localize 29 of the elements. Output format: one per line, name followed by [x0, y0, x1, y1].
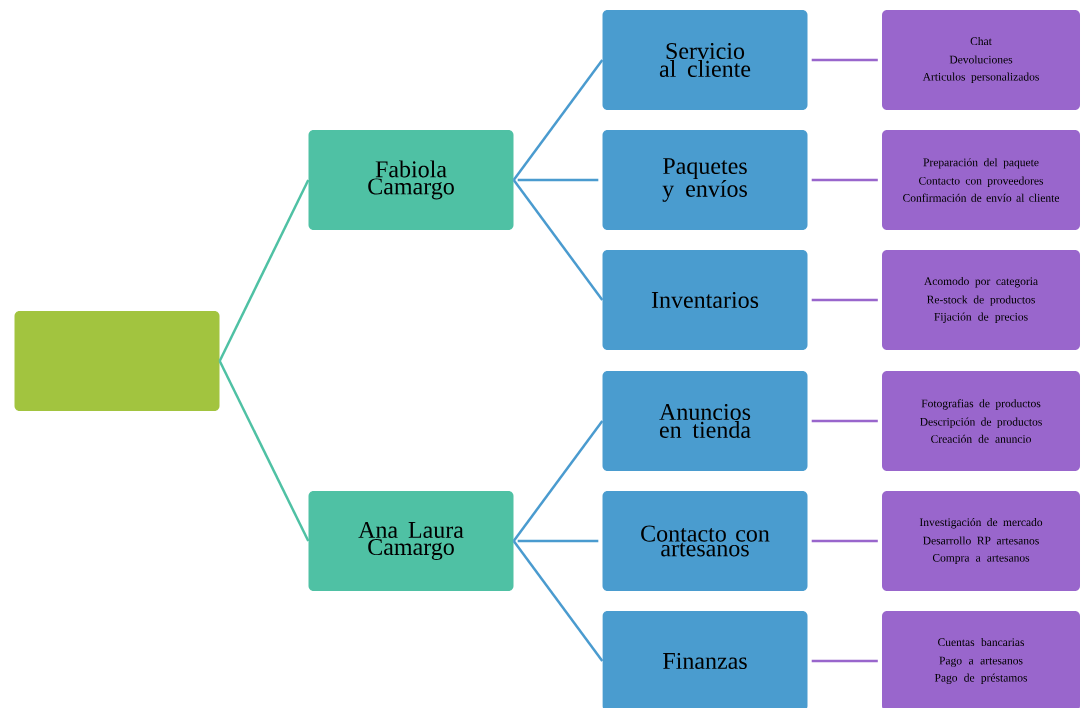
area-box: Servicio al cliente: [602, 10, 808, 110]
area-box: Contacto con artesanos: [602, 491, 808, 591]
task-box: Cuentas bancarias Pago a artesanos Pago de préstamos: [882, 611, 1080, 708]
person-box: Fabiola Camargo: [308, 130, 514, 230]
connector-line: [811, 419, 878, 423]
connector-line: [811, 58, 878, 62]
person-box: Ana Laura Camargo: [308, 491, 514, 591]
task-box: Acomodo por categoria Re-stock de productos Fijación de precios: [882, 250, 1080, 350]
connector-line: [218, 179, 310, 362]
connector-line: [811, 539, 878, 543]
connector-line: [517, 178, 599, 182]
connector-line: [811, 659, 878, 663]
task-box: Chat Devoluciones Articulos personalizados: [882, 10, 1080, 110]
connector-line: [512, 420, 604, 542]
task-box: Fotografias de productos Descripción de productos Creación de anuncio: [882, 371, 1080, 471]
area-box: Anuncios en tienda: [602, 371, 808, 471]
area-box: Finanzas: [602, 611, 808, 708]
connector-line: [811, 298, 878, 302]
task-box: Preparación del paquete Contacto con proveedores Confirmación de envío al cliente: [882, 130, 1080, 230]
connector-line: [512, 540, 604, 662]
root-box: [14, 311, 220, 411]
connector-line: [517, 539, 599, 543]
area-box: Inventarios: [602, 250, 808, 350]
task-box: Investigación de mercado Desarrollo RP artesanos Compra a artesanos: [882, 491, 1080, 591]
connector-line: [811, 178, 878, 182]
connector-line: [218, 360, 310, 542]
area-box: Paquetes y envíos: [602, 130, 808, 230]
connector-line: [512, 59, 604, 181]
connector-line: [512, 179, 604, 301]
